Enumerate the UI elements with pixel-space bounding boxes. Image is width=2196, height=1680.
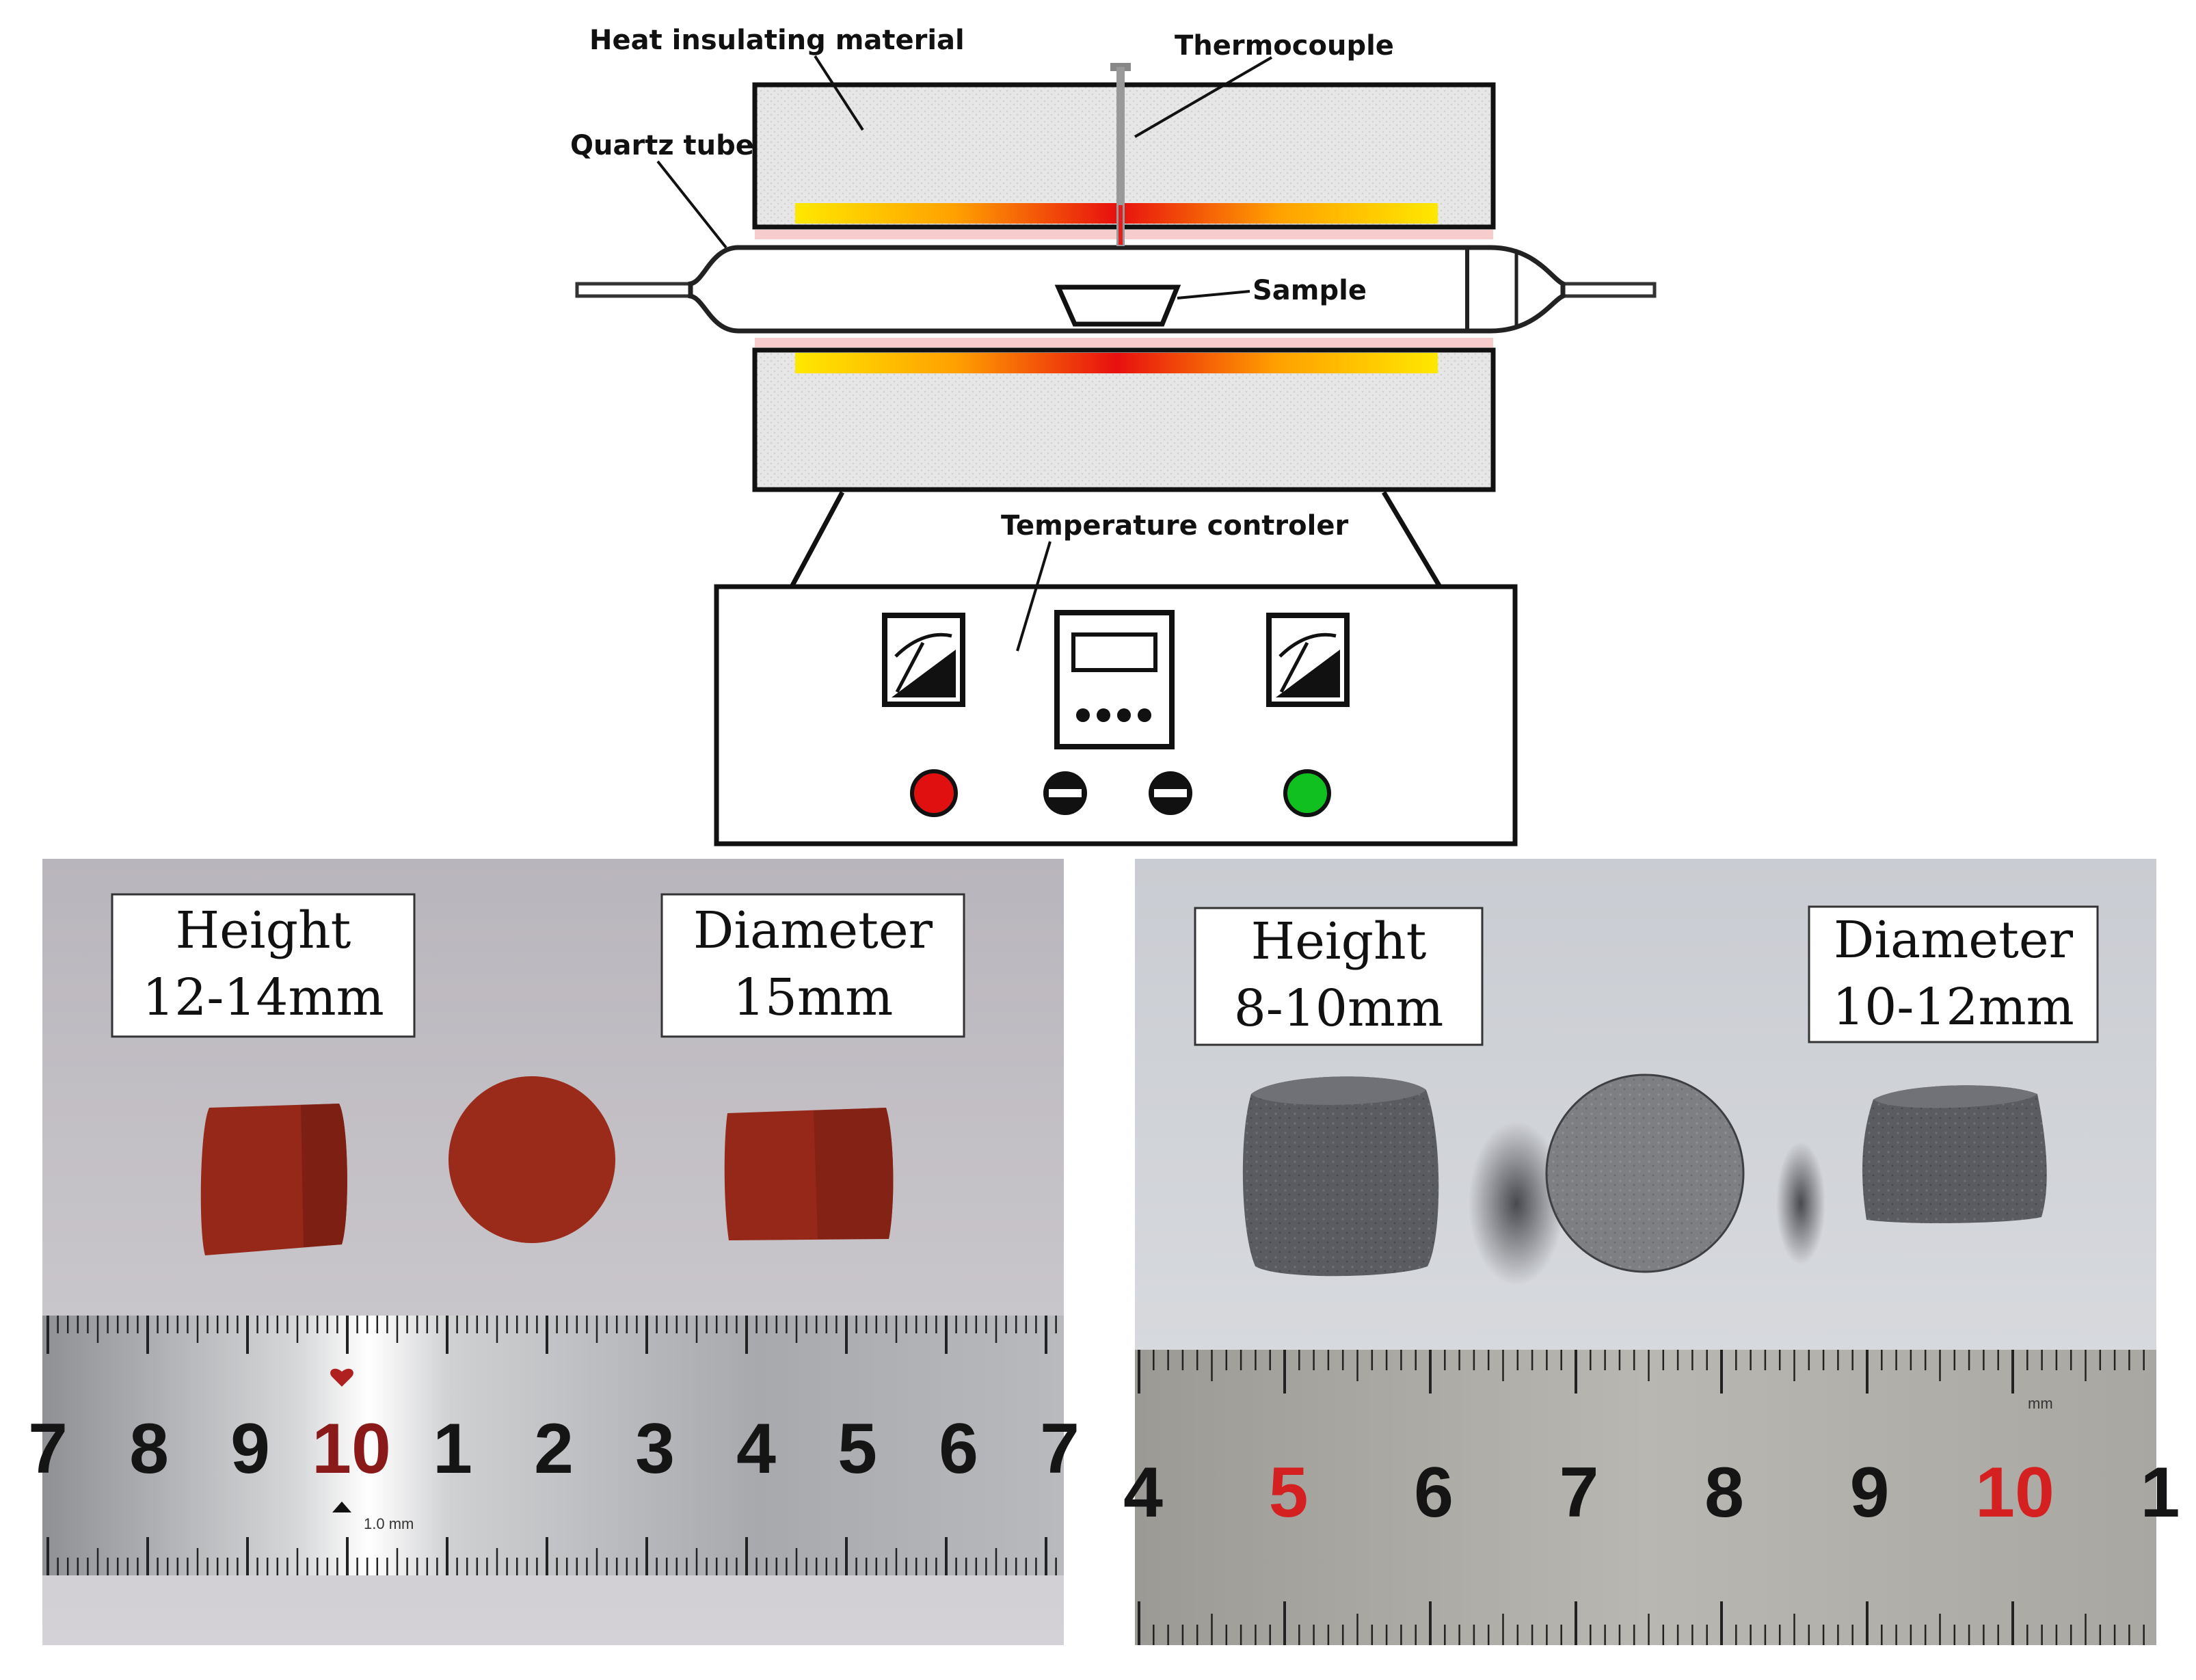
right-ruler <box>1135 1350 2156 1645</box>
ruler-number: 8 <box>1704 1453 1744 1532</box>
left-diameter-box <box>660 893 965 1038</box>
right-ruler-unit: mm <box>2028 1395 2053 1412</box>
left-ruler-heart-icon <box>330 1368 353 1387</box>
ruler-number: 9 <box>230 1409 270 1489</box>
graphite-pellet-face <box>1545 1074 1745 1273</box>
right-gauge-icon <box>1266 613 1350 707</box>
ruler-number: 1 <box>433 1409 472 1489</box>
ruler-number: 1 <box>2141 1453 2180 1532</box>
left-ruler-spade-icon <box>332 1502 351 1512</box>
ruler-number: 3 <box>635 1409 675 1489</box>
right-sample-photo: Height 8-10mm Diameter 10-12mm 4 5 6 7 8 9 10 1… <box>1123 859 2180 1645</box>
controller-leader <box>1016 541 1052 652</box>
bottom-heating-element <box>795 353 1438 373</box>
support-leg-left <box>789 491 845 588</box>
ruler-number: 8 <box>129 1409 169 1489</box>
sample-boat <box>1054 284 1181 327</box>
right-diameter-line1: Diameter <box>1834 911 2074 970</box>
red-pellet-top <box>724 1108 894 1240</box>
ruler-number: 2 <box>534 1409 574 1489</box>
left-ruler <box>42 1316 1064 1575</box>
thermocouple <box>1110 63 1131 246</box>
left-gauge-icon <box>882 613 965 707</box>
support-leg-right <box>1381 491 1443 588</box>
ruler-number: 7 <box>28 1409 68 1489</box>
quartz-tube-leader <box>656 160 727 249</box>
tube-furnace-diagram: Sample Thermocouple Heat insulating mate… <box>570 25 1657 846</box>
thermocouple-label: Thermocouple <box>1175 30 1394 62</box>
red-pellet-side <box>200 1104 347 1255</box>
left-diameter-line2: 15mm <box>733 968 894 1027</box>
ruler-number: 5 <box>1269 1453 1309 1532</box>
quartz-tube-label: Quartz tube <box>570 130 754 161</box>
heat-glow-bottom <box>755 338 1493 347</box>
red-indicator-lamp <box>910 769 958 817</box>
left-ruler-unit: 1.0 mm <box>364 1515 414 1532</box>
right-ruler-numbers: 4 5 6 7 8 9 10 1 <box>1123 1453 2180 1532</box>
right-height-line1: Height <box>1251 912 1427 971</box>
green-indicator-lamp <box>1283 769 1331 817</box>
graphite-pellet-side <box>1242 1076 1439 1277</box>
ruler-number: 7 <box>1040 1409 1080 1489</box>
ruler-number: 9 <box>1850 1453 1890 1532</box>
ruler-number: 10 <box>312 1409 391 1489</box>
left-ruler-ticks <box>46 1316 1057 1575</box>
ruler-number: 4 <box>736 1409 776 1489</box>
right-height-box <box>1194 907 1484 1046</box>
black-switch-left-icon <box>1043 771 1087 815</box>
left-height-line1: Height <box>176 901 351 960</box>
tube-inlet-pipe <box>575 282 697 298</box>
insulation-label: Heat insulating material <box>589 25 965 56</box>
thermocouple-leader <box>1134 56 1273 138</box>
ruler-number: 10 <box>1975 1453 2054 1532</box>
controller-label: Temperature controler <box>1001 510 1348 542</box>
ruler-number: 6 <box>1414 1453 1454 1532</box>
shadow-blob-1 <box>1469 1121 1564 1285</box>
left-height-line2: 12-14mm <box>142 968 384 1027</box>
ruler-number: 7 <box>1559 1453 1599 1532</box>
right-ruler-ticks <box>1138 1350 2145 1645</box>
sample-leader <box>1177 290 1250 299</box>
black-switch-right-icon <box>1149 771 1192 815</box>
insulation-leader <box>814 55 864 131</box>
tube-outlet-pipe <box>1558 282 1657 298</box>
red-pellet-face <box>448 1076 615 1243</box>
right-diameter-line2: 10-12mm <box>1832 978 2074 1037</box>
ruler-number: 5 <box>838 1409 877 1489</box>
left-height-box <box>111 893 416 1038</box>
digital-controller-icon <box>1054 610 1175 749</box>
left-diameter-line1: Diameter <box>693 901 933 960</box>
shadow-blob-2 <box>1776 1142 1825 1265</box>
graphite-pellet-top <box>1862 1085 2047 1223</box>
ruler-number: 6 <box>939 1409 978 1489</box>
right-height-line2: 8-10mm <box>1234 979 1444 1038</box>
ruler-number: 4 <box>1123 1453 1163 1532</box>
right-diameter-box <box>1808 905 2099 1043</box>
sample-label: Sample <box>1253 275 1367 306</box>
